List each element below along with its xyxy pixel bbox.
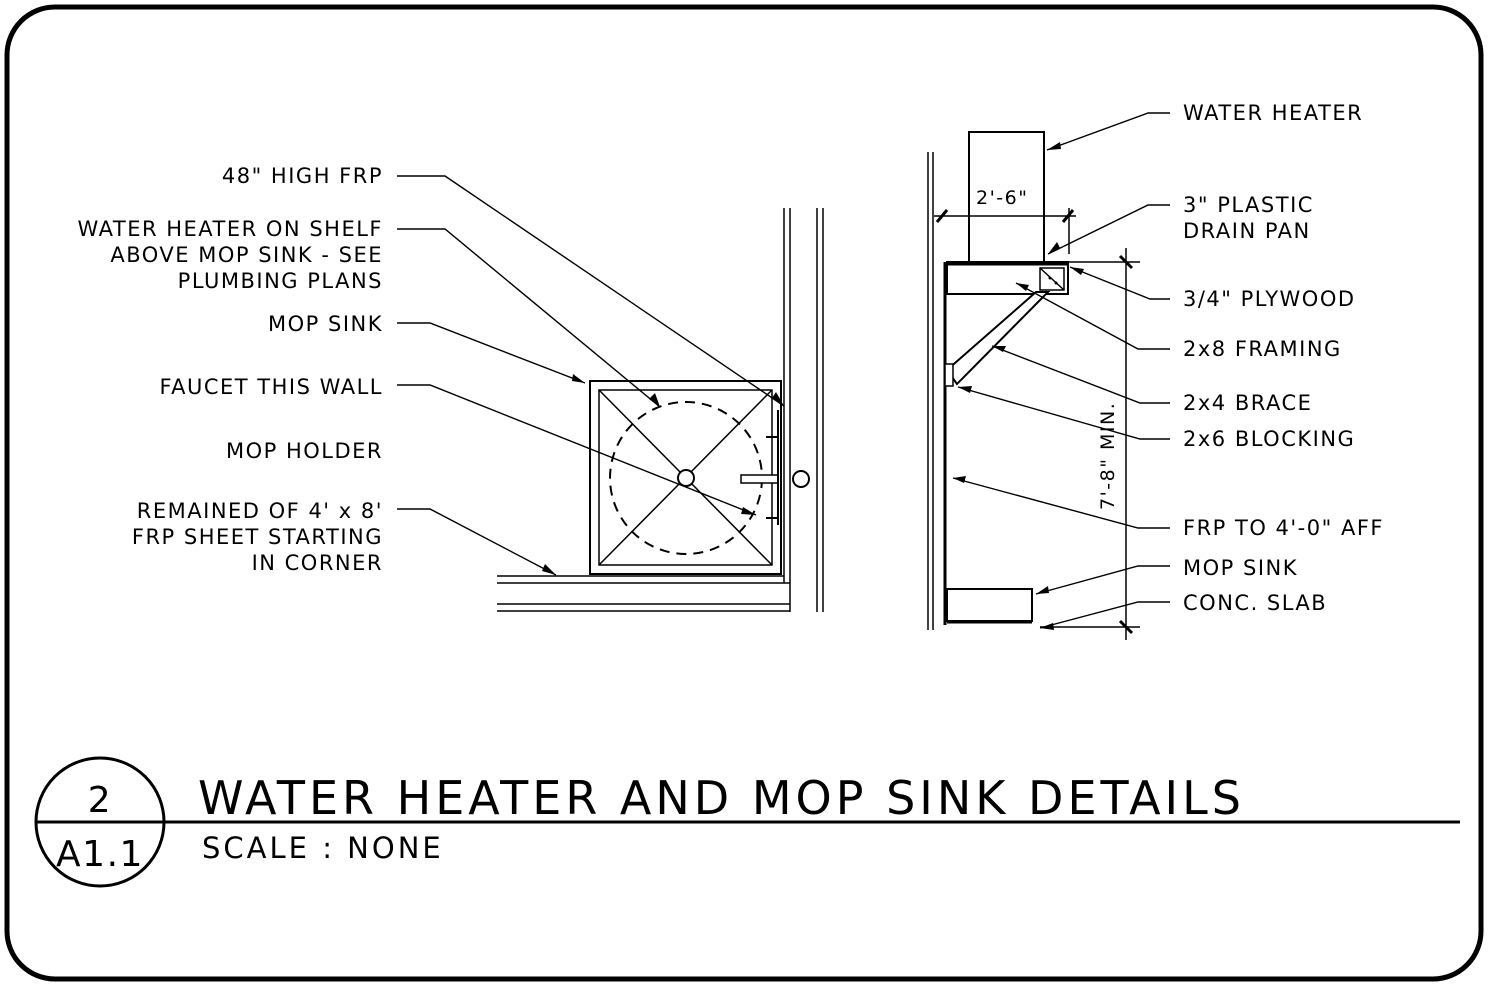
section-shelf [946, 261, 1069, 295]
detail-title-block: 2 A1.1 WATER HEATER AND MOP SINK DETAILS… [34, 756, 1460, 888]
label-drain-pan-line2: DRAIN PAN [1183, 219, 1311, 243]
label-frp-aff: FRP TO 4'-0" AFF [1183, 516, 1384, 540]
detail-sheet-ref: A1.1 [56, 834, 144, 875]
label-drain-pan-line1: 3" PLASTIC [1183, 193, 1314, 217]
label-mop-sink-plan: MOP SINK [268, 312, 383, 336]
section-mop-sink [946, 588, 1033, 622]
plan-view: 48" HIGH FRP WATER HEATER ON SHELF ABOVE… [78, 164, 824, 612]
label-framing: 2x8 FRAMING [1183, 337, 1342, 361]
label-conc-slab: CONC. SLAB [1183, 591, 1327, 615]
label-mop-holder: MOP HOLDER [226, 439, 383, 463]
label-water-heater-shelf-line3: PLUMBING PLANS [178, 269, 383, 293]
label-remainder-line1: REMAINED OF 4' x 8' [137, 499, 383, 523]
detail-scale: SCALE : NONE [202, 831, 444, 865]
label-water-heater-shelf-line1: WATER HEATER ON SHELF [78, 217, 383, 241]
label-plywood: 3/4" PLYWOOD [1183, 287, 1356, 311]
detail-title: WATER HEATER AND MOP SINK DETAILS [198, 771, 1245, 825]
label-faucet-this-wall: FAUCET THIS WALL [159, 375, 383, 399]
plan-faucet [740, 474, 779, 484]
label-remainder-line3: IN CORNER [252, 551, 383, 575]
section-view: 2'-6" 7'-8" MIN. WATER HEATER 3" PLASTIC… [927, 101, 1384, 640]
label-blocking: 2x6 BLOCKING [1183, 427, 1355, 451]
plan-mop-sink [589, 380, 782, 575]
plan-mop-holder [792, 470, 810, 488]
label-brace: 2x4 BRACE [1183, 391, 1312, 415]
label-remainder-line2: FRP SHEET STARTING [132, 525, 383, 549]
dim-shelf-height: 7'-8" MIN. [1097, 402, 1119, 510]
detail-number: 2 [88, 780, 112, 821]
label-mop-sink-section: MOP SINK [1183, 556, 1298, 580]
sheet-border [4, 4, 1484, 982]
label-water-heater-shelf-line2: ABOVE MOP SINK - SEE [110, 243, 383, 267]
section-brace [945, 291, 1051, 386]
dim-heater-width: 2'-6" [976, 187, 1029, 209]
plan-drain [677, 469, 695, 487]
label-water-heater: WATER HEATER [1183, 101, 1363, 125]
label-48-high-frp: 48" HIGH FRP [222, 164, 383, 188]
